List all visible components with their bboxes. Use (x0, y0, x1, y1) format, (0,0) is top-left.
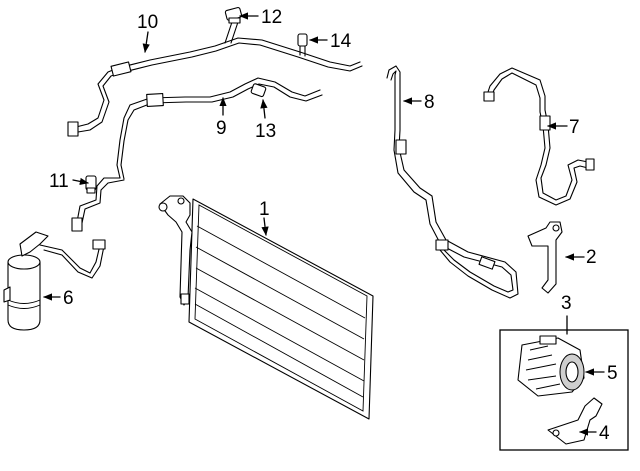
line-8-end (435, 239, 449, 251)
callout-8: 8 (424, 92, 435, 113)
condenser-part-1[interactable] (158, 195, 374, 420)
callout-3: 3 (561, 293, 572, 314)
callout-6: 6 (63, 288, 74, 309)
callout-10: 10 (137, 12, 158, 33)
line-7-end (483, 91, 495, 102)
service-valve-part-11[interactable] (85, 175, 97, 194)
compressor-bracket-part-4[interactable] (547, 397, 603, 445)
ac-line-part-10[interactable] (67, 21, 363, 137)
line-9-fitting (146, 93, 164, 107)
receiver-drier-part-6[interactable] (3, 231, 106, 331)
callout-13: 13 (255, 121, 276, 142)
callout-9: 9 (216, 118, 227, 139)
callout-5: 5 (607, 363, 618, 384)
line-9-end-block (71, 217, 83, 232)
bracket-part-2[interactable] (527, 221, 563, 294)
line-7-mid-fitting (539, 115, 551, 131)
line-10-end-block (67, 121, 79, 137)
callout-1: 1 (259, 199, 270, 220)
service-valve-part-13[interactable] (250, 83, 267, 98)
callout-2: 2 (586, 247, 597, 268)
callout-11: 11 (49, 171, 69, 192)
line-8-fitting (395, 139, 407, 155)
leader-lines (43, 12, 605, 436)
compressor-part-5[interactable] (517, 335, 585, 397)
callout-14: 14 (330, 31, 352, 52)
service-valve-part-12[interactable] (224, 6, 243, 24)
callout-4: 4 (599, 423, 610, 444)
ac-line-part-9[interactable] (71, 77, 323, 232)
callout-labels: 1 2 3 4 5 6 7 8 9 10 11 12 13 14 (49, 7, 618, 444)
line-10-fitting (110, 61, 132, 77)
service-valve-part-14[interactable] (297, 33, 308, 57)
line-7-fitting (585, 158, 595, 171)
ac-line-part-8[interactable] (386, 65, 519, 299)
callout-12: 12 (261, 7, 282, 28)
callout-7: 7 (569, 117, 580, 138)
